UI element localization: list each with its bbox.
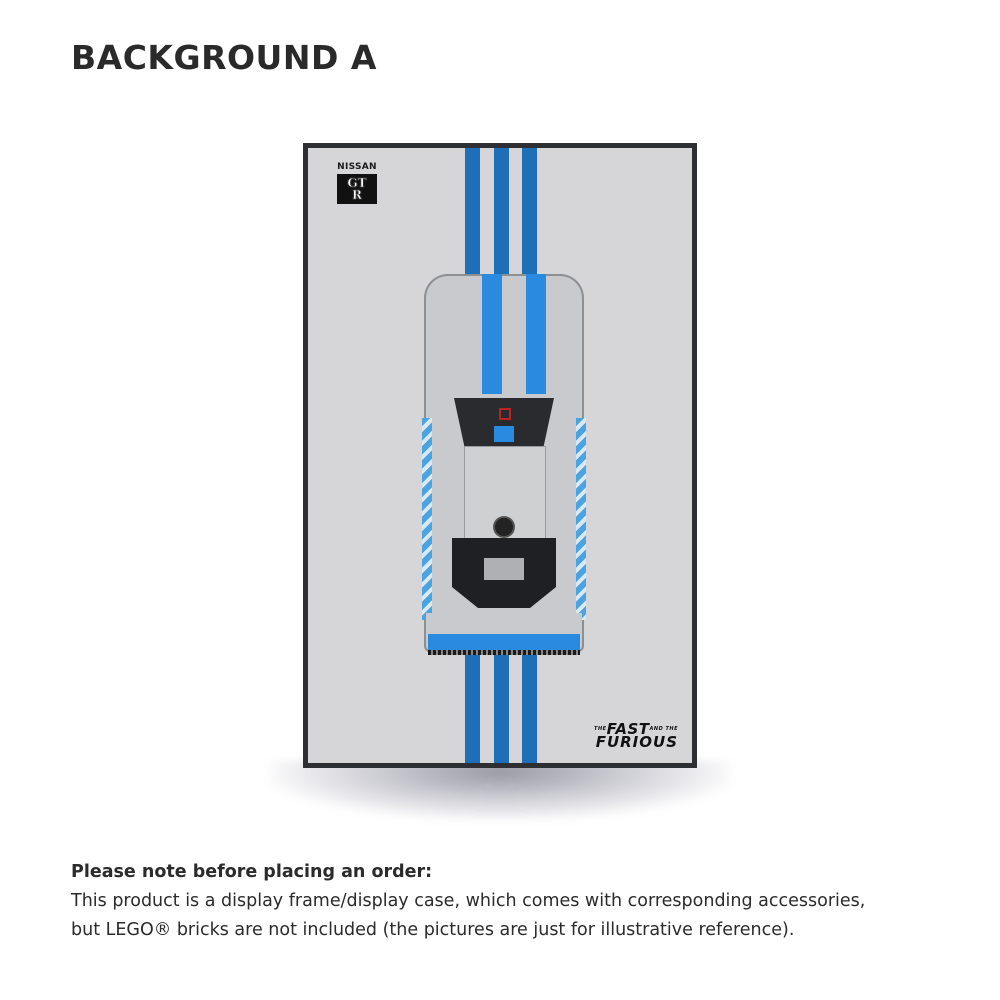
order-note: Please note before placing an order: Thi… [71, 858, 951, 945]
frame-shadow [270, 760, 730, 820]
display-frame: NISSAN GT R THEFASTAND THE FURI [303, 143, 697, 768]
hood-stripe-right [526, 274, 546, 394]
gtr-badge-r: R [352, 188, 362, 202]
car-steering-piece [499, 408, 511, 420]
order-note-line-2: but LEGO® bricks are not included (the p… [71, 920, 795, 940]
ff-line2: FURIOUS [595, 733, 678, 751]
car-side-decal-left [422, 418, 432, 620]
nissan-gtr-logo: NISSAN GT R [330, 162, 384, 204]
car-rear-bumper [428, 634, 580, 650]
car-rear-deck [426, 613, 582, 635]
car-seat-piece [494, 426, 514, 442]
frame-background-panel: NISSAN GT R THEFASTAND THE FURI [308, 148, 692, 763]
car-rear-pins [428, 650, 580, 655]
order-note-title: Please note before placing an order: [71, 862, 433, 882]
page-title: BACKGROUND A [71, 38, 377, 77]
lego-car-model-image [416, 268, 592, 660]
ff-infix: AND THE [649, 726, 678, 732]
gtr-badge-gt: GT [347, 176, 367, 190]
fast-and-furious-logo: THEFASTAND THE FURIOUS [594, 720, 678, 751]
ff-line1: FAST [606, 720, 650, 738]
ff-prefix: THE [594, 726, 607, 732]
car-side-decal-right [576, 418, 586, 620]
gear-icon [495, 518, 513, 536]
order-note-line-1: This product is a display frame/display … [71, 891, 866, 911]
hood-stripe-left [482, 274, 502, 394]
car-engine-parts [484, 558, 524, 580]
nissan-wordmark: NISSAN [337, 162, 377, 172]
gtr-badge-icon: GT R [337, 174, 377, 204]
